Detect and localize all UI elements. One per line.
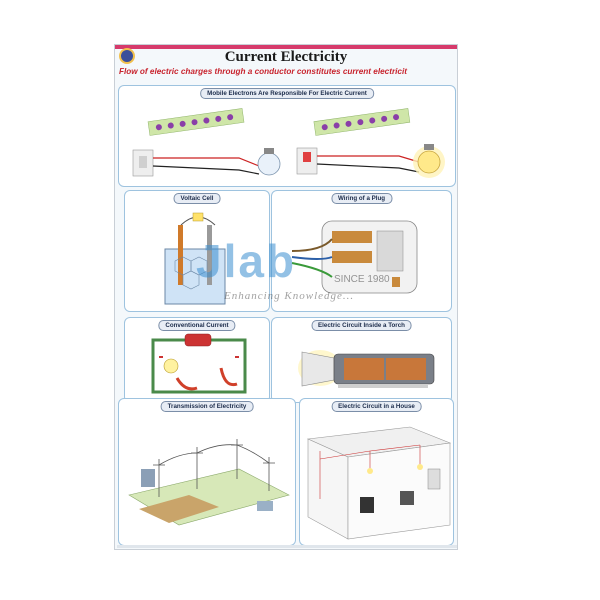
panel-house-circuit: Electric Circuit in a House <box>299 398 454 546</box>
house-circuit-illustration <box>306 426 452 540</box>
poster-title: Current Electricity <box>224 49 348 65</box>
transmission-illustration <box>128 439 290 526</box>
panel-title: Electric Circuit Inside a Torch <box>311 320 412 331</box>
voltaic-cell-illustration <box>164 212 226 305</box>
conventional-current-illustration <box>151 333 247 394</box>
panel-title: Mobile Electrons Are Responsible For Ele… <box>200 88 374 99</box>
torch-illustration <box>298 350 435 388</box>
panel-torch: Electric Circuit Inside a Torch <box>271 317 452 403</box>
publisher-logo <box>119 48 135 64</box>
chart-poster: Current Electricity Flow of electric cha… <box>114 44 458 550</box>
panel-mobile-electrons: Mobile Electrons Are Responsible For Ele… <box>118 85 456 187</box>
watermark: Jlab SINCE 1980 Enhancing Knowledge... <box>196 235 416 310</box>
panel-title: Voltaic Cell <box>173 193 221 204</box>
panel-transmission: Transmission of Electricity <box>118 398 296 546</box>
panel-title: Conventional Current <box>158 320 236 331</box>
plug-illustration <box>291 220 418 294</box>
mobile-electrons-illustration <box>132 108 445 178</box>
poster-subtitle: Flow of electric charges through a condu… <box>119 67 407 76</box>
panel-voltaic-cell: Voltaic Cell <box>124 190 270 312</box>
watermark-since: SINCE 1980 <box>334 274 390 285</box>
panel-title: Electric Circuit in a House <box>331 401 422 412</box>
panel-title: Wiring of a Plug <box>330 193 393 204</box>
watermark-tagline: Enhancing Knowledge... <box>224 290 355 302</box>
panel-conventional-current: Conventional Current <box>124 317 270 403</box>
panel-title: Transmission of Electricity <box>160 401 254 412</box>
poster-footer-strip <box>117 545 457 548</box>
top-accent-bar <box>115 45 457 49</box>
panel-wiring-plug: Wiring of a Plug <box>271 190 452 312</box>
watermark-brand: Jlab <box>196 235 297 287</box>
